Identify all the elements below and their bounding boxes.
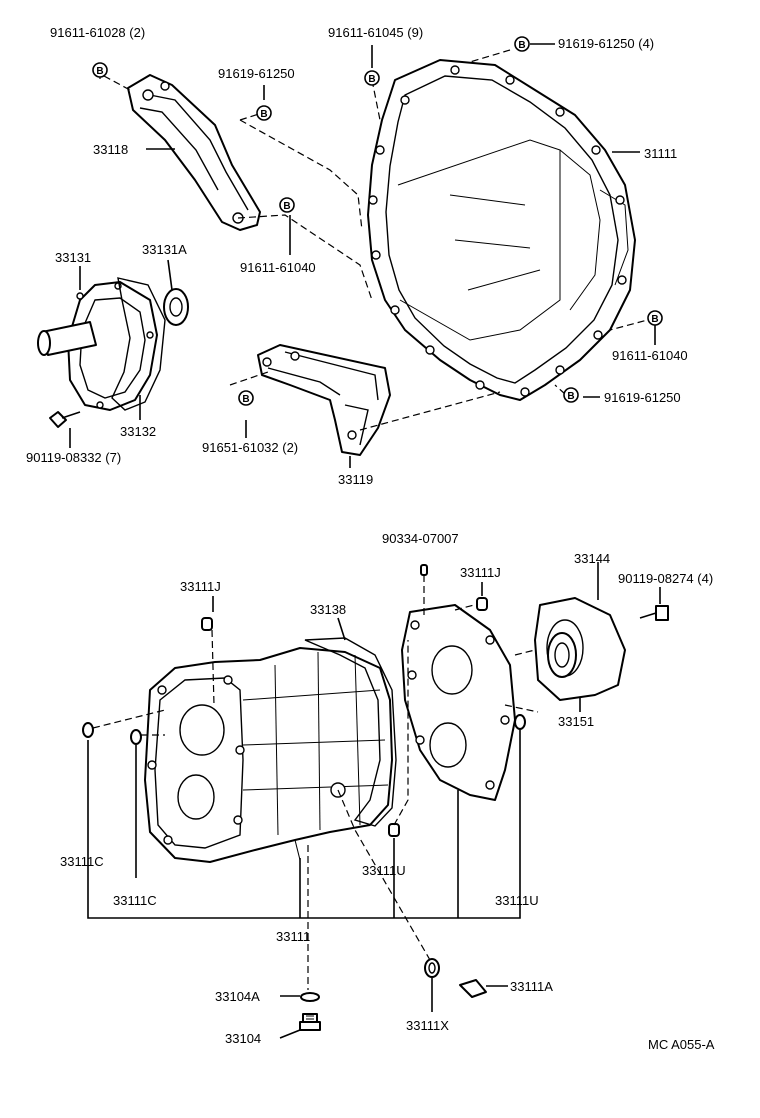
oil-seal-33151 (547, 632, 577, 678)
part-number-label: 33119 (338, 472, 373, 487)
part-number-label: 33111A (510, 979, 553, 994)
part-number-label: 33131A (142, 242, 187, 257)
svg-text:B: B (567, 391, 574, 402)
adapter-plate (401, 604, 516, 801)
leader-line (279, 1029, 301, 1039)
svg-text:B: B (96, 66, 103, 77)
circled-letter-b-icon: B (647, 310, 663, 326)
part-number-label: 91619-61250 (604, 390, 681, 405)
leader-line (103, 75, 131, 91)
part-number-label: 33138 (310, 602, 346, 617)
circled-letter-b-icon: B (238, 390, 254, 406)
part-number-label: 33131 (55, 250, 91, 265)
part-number-label: 91611-61040 (612, 348, 688, 363)
circled-letter-b-icon: B (364, 70, 380, 86)
part-number-label: 33111U (495, 893, 539, 908)
svg-text:B: B (260, 109, 267, 120)
plug-90334-07007 (420, 564, 428, 576)
leader-line (239, 119, 363, 231)
part-number-label: 33111C (113, 893, 157, 908)
part-number-label: 33111 (276, 929, 310, 944)
part-number-label: 33111X (406, 1018, 449, 1033)
pin-33111c-inner (130, 729, 142, 745)
pin-33111u-right (514, 714, 526, 730)
bracket-33119 (257, 344, 391, 456)
bracket-33118 (127, 74, 261, 231)
leader-line (237, 214, 373, 301)
leader-line (554, 384, 566, 395)
part-number-label: 33111J (460, 565, 501, 580)
pin-33111j-right (476, 597, 488, 611)
plug-33111a (459, 979, 487, 998)
leader-line (92, 709, 166, 729)
leader-line (239, 112, 263, 121)
leader-line (211, 629, 215, 706)
gasket-33138 (304, 637, 397, 827)
part-number-label: 33111U (362, 863, 406, 878)
gasket-33104a (300, 992, 320, 1002)
circled-letter-b-icon: B (279, 197, 295, 213)
part-number-label: 91619-61250 (218, 66, 295, 81)
svg-text:B: B (283, 201, 290, 212)
circled-letter-b-icon: B (92, 62, 108, 78)
leader-line (87, 730, 521, 919)
svg-text:B: B (518, 40, 525, 51)
svg-text:B: B (242, 394, 249, 405)
drain-plug-33104 (299, 1013, 321, 1031)
leader-line (504, 704, 539, 713)
part-number-label: 33151 (558, 714, 594, 729)
bolt-90119-08332 (49, 411, 81, 428)
part-number-label: 33111C (60, 854, 104, 869)
svg-text:B: B (651, 314, 658, 325)
gasket-33111x (424, 958, 440, 978)
leader-line (514, 649, 536, 656)
part-number-label: 33111J (180, 579, 221, 594)
part-number-label: 33132 (120, 424, 156, 439)
circled-letter-b-icon: B (256, 105, 272, 121)
pin-33111j-left (201, 617, 213, 631)
circled-letter-b-icon: B (514, 36, 530, 52)
leader-line (359, 391, 501, 431)
pin-33111c-outer (82, 722, 94, 738)
leader-line (337, 789, 431, 961)
part-number-label: 90334-07007 (382, 531, 459, 546)
leader-line (454, 603, 479, 611)
leader-line (469, 49, 511, 63)
leader-line (337, 617, 346, 641)
oil-seal-33131a (163, 288, 189, 326)
leader-line (229, 371, 269, 386)
bolt-90119-08274 (639, 605, 669, 621)
diagram-code: MC A055-A (648, 1037, 715, 1052)
part-number-label: 33118 (93, 142, 128, 157)
circled-letter-b-icon: B (563, 387, 579, 403)
part-number-label: 90119-08332 (7) (26, 450, 121, 465)
part-number-label: 91651-61032 (2) (202, 440, 298, 455)
part-number-label: 91611-61028 (2) (50, 25, 145, 40)
leader-line (393, 640, 409, 826)
leader-line (371, 79, 381, 121)
part-number-label: 91611-61040 (240, 260, 316, 275)
part-number-label: 33104A (215, 989, 260, 1004)
front-bearing-retainer-33131 (37, 281, 158, 411)
leader-line (609, 317, 656, 331)
part-number-label: 90119-08274 (4) (618, 571, 713, 586)
clutch-housing-31111 (367, 59, 636, 401)
part-number-label: 91611-61045 (9) (328, 25, 423, 40)
gasket-33132 (111, 277, 166, 411)
svg-text:B: B (368, 74, 375, 85)
pin-33111u-mid (388, 823, 400, 837)
part-number-label: 33104 (225, 1031, 261, 1046)
part-number-label: 91619-61250 (4) (558, 36, 654, 51)
part-number-label: 33144 (574, 551, 610, 566)
transmission-case-33111 (144, 647, 393, 863)
part-number-label: 31111 (644, 146, 677, 161)
leader-line (167, 259, 173, 291)
